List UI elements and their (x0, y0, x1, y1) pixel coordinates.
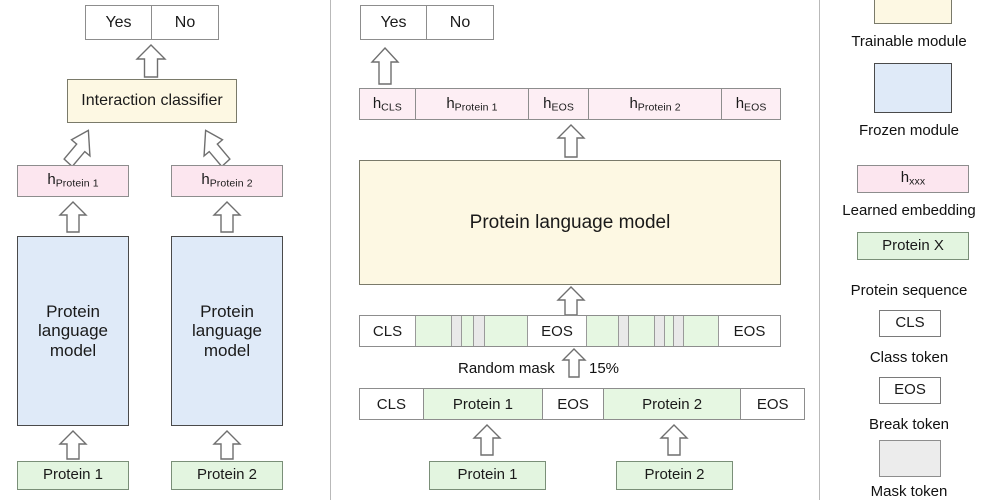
embedding-protein-1-box: hProtein 1 (17, 165, 129, 197)
embedding-protein-1-label: hProtein 1 (47, 170, 99, 190)
masked-row-eos-1: EOS (528, 316, 587, 346)
arrow-embedding2-to-classifier (198, 129, 234, 170)
token-row-eos-2: EOS (741, 389, 805, 419)
masked-row-seq-a1 (416, 316, 452, 346)
input-protein-2-box: Protein 2 (171, 461, 283, 490)
token-row-protein-2: Protein 2 (603, 389, 742, 419)
mask-token-1 (452, 316, 462, 346)
token-row-protein-1: Protein 1 (423, 389, 544, 419)
legend-label-break-token: Break token (868, 416, 950, 433)
legend-label-frozen-module: Frozen module (858, 122, 960, 139)
input-protein-1-box: Protein 1 (17, 461, 129, 490)
arrow-input2-to-token-row (659, 424, 689, 456)
arrow-token-row-to-masked-row (561, 348, 587, 378)
embedding-protein-2-box: hProtein 2 (171, 165, 283, 197)
masked-row-cls: CLS (360, 316, 416, 346)
middle-output-row: Yes No (360, 5, 494, 40)
legend-swatch-mask-token (879, 440, 941, 477)
arrow-input1-to-token-row (472, 424, 502, 456)
interaction-classifier-box: Interaction classifier (67, 79, 237, 123)
hidden-state-cls: hCLS (360, 89, 416, 119)
masked-row-seq-b3 (665, 316, 674, 346)
legend-swatch-learned-embedding: hxxx (857, 165, 969, 193)
panel-divider-left (330, 0, 331, 500)
random-mask-label: Random mask (458, 360, 555, 377)
token-row: CLS Protein 1 EOS Protein 2 EOS (359, 388, 805, 420)
masked-row-seq-a3 (485, 316, 528, 346)
mask-token-3 (619, 316, 629, 346)
hidden-state-row: hCLS hProtein 1 hEOS hProtein 2 hEOS (359, 88, 781, 120)
hidden-state-eos-2: hEOS (722, 89, 780, 119)
arrow-embedding1-to-classifier (60, 129, 96, 170)
hidden-state-eos-1: hEOS (529, 89, 589, 119)
panel-divider-right (819, 0, 820, 500)
middle-input-protein-1-box: Protein 1 (429, 461, 546, 490)
middle-output-no[interactable]: No (427, 6, 493, 39)
arrow-input2-to-encoder2 (212, 430, 242, 460)
left-output-no[interactable]: No (152, 6, 218, 39)
arrow-encoder1-to-embedding1 (58, 201, 88, 233)
mask-percentage-label: 15% (589, 360, 620, 377)
legend-swatch-class-token: CLS (879, 310, 941, 337)
legend-swatch-frozen-module (874, 63, 952, 113)
middle-input-protein-2-box: Protein 2 (616, 461, 733, 490)
middle-output-yes[interactable]: Yes (361, 6, 427, 39)
masked-row-seq-a2 (462, 316, 474, 346)
joint-protein-language-model-box: Protein language model (359, 160, 781, 285)
masked-row-seq-b1 (587, 316, 619, 346)
legend-label-trainable-module: Trainable module (851, 33, 967, 50)
left-output-row: Yes No (85, 5, 219, 40)
arrow-masked-row-to-model (556, 286, 586, 316)
masked-token-row: CLS EOS EOS (359, 315, 781, 347)
legend-swatch-protein-sequence: Protein X (857, 232, 969, 260)
arrow-input1-to-encoder1 (58, 430, 88, 460)
masked-row-eos-2: EOS (719, 316, 780, 346)
hidden-state-protein-2: hProtein 2 (588, 89, 723, 119)
arrow-hcls-to-output (370, 46, 400, 85)
legend-label-class-token: Class token (869, 349, 949, 366)
masked-row-seq-b2 (629, 316, 655, 346)
hidden-state-protein-1: hProtein 1 (415, 89, 530, 119)
masked-row-seq-b4 (684, 316, 719, 346)
left-output-yes[interactable]: Yes (86, 6, 152, 39)
mask-token-5 (674, 316, 684, 346)
legend-swatch-trainable-module (874, 0, 952, 24)
legend-label-mask-token: Mask token (870, 483, 948, 500)
legend-label-learned-embedding: Learned embedding (842, 202, 976, 219)
arrow-encoder2-to-embedding2 (212, 201, 242, 233)
mask-token-2 (474, 316, 485, 346)
legend-swatch-break-token: EOS (879, 377, 941, 404)
mask-token-4 (655, 316, 665, 346)
legend-label-protein-sequence: Protein sequence (850, 282, 968, 299)
token-row-cls: CLS (360, 389, 424, 419)
arrow-classifier-to-output (135, 44, 167, 78)
arrow-model-to-hidden-states (556, 124, 586, 158)
embedding-protein-2-label: hProtein 2 (201, 170, 253, 190)
token-row-eos-1: EOS (543, 389, 604, 419)
legend-embedding-text: hxxx (900, 168, 926, 188)
